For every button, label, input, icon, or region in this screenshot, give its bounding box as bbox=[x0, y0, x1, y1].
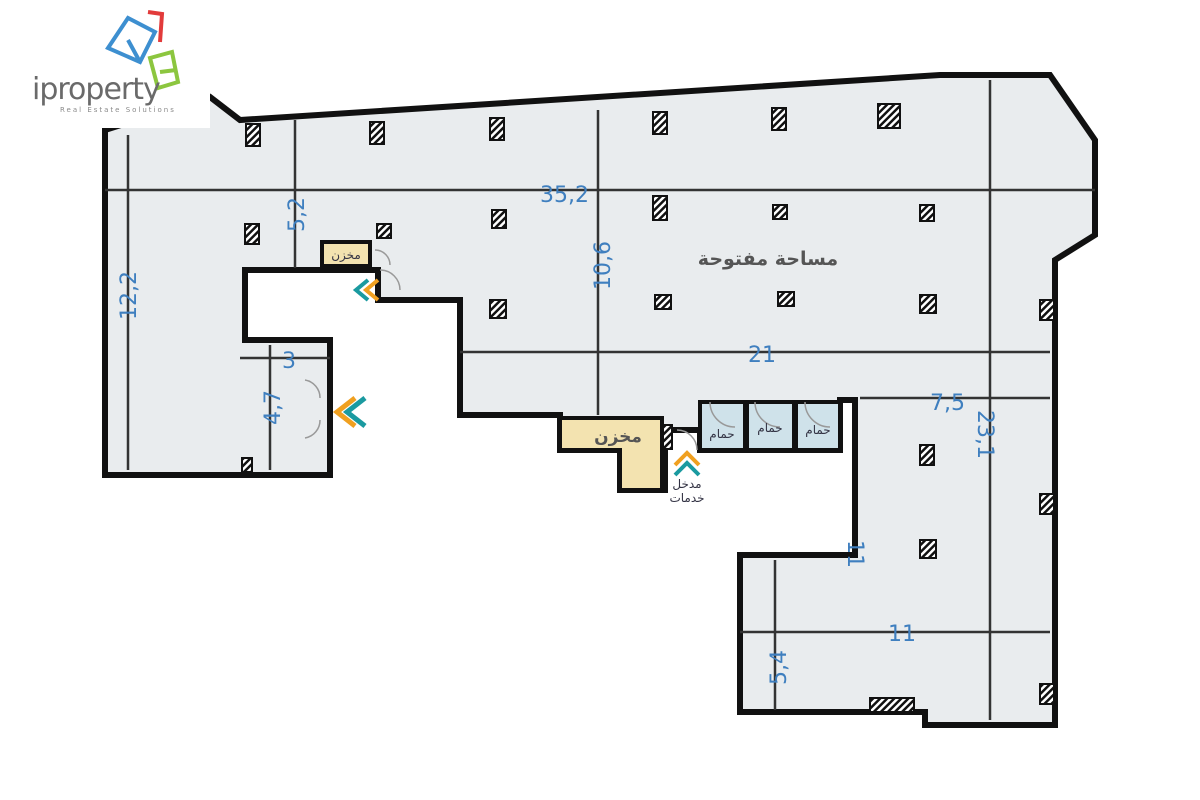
dimension-label: 3 bbox=[282, 349, 296, 374]
dimension-label: 7,5 bbox=[930, 391, 965, 416]
logo-wordmark: iproperty bbox=[32, 72, 161, 107]
side-entrance-icon bbox=[332, 396, 367, 428]
column bbox=[491, 209, 507, 229]
dimension-label: 23,1 bbox=[972, 410, 997, 459]
bathroom-2-label: حمام bbox=[757, 421, 782, 435]
dimension-label: 12,2 bbox=[117, 271, 142, 320]
door-icon bbox=[304, 379, 321, 399]
door-icon bbox=[709, 401, 736, 428]
column bbox=[877, 103, 901, 129]
column bbox=[1039, 683, 1055, 705]
door-icon bbox=[304, 419, 321, 439]
columns bbox=[241, 103, 1055, 713]
dimension-label: 5,2 bbox=[285, 197, 310, 232]
column bbox=[771, 107, 787, 131]
column bbox=[654, 294, 672, 310]
doors bbox=[304, 249, 831, 451]
dimension-label: 21 bbox=[748, 343, 776, 368]
column bbox=[369, 121, 385, 145]
door-icon bbox=[804, 401, 831, 428]
column bbox=[241, 457, 253, 473]
service-entrance-label: مدخل bbox=[672, 477, 701, 491]
bathroom-1 bbox=[698, 400, 747, 452]
column bbox=[1039, 299, 1055, 321]
main-entrance-icon bbox=[352, 278, 380, 302]
door-icon bbox=[676, 429, 698, 451]
door-icon bbox=[754, 401, 781, 428]
column bbox=[244, 223, 260, 245]
column bbox=[869, 697, 915, 713]
column bbox=[489, 117, 505, 141]
logo-tagline: Real Estate Solutions bbox=[60, 106, 176, 114]
logo-backdrop bbox=[20, 0, 210, 128]
column bbox=[662, 424, 673, 450]
storage-1-label: مخزن bbox=[331, 248, 361, 263]
column bbox=[772, 204, 788, 220]
column bbox=[919, 294, 937, 314]
door-icon bbox=[374, 249, 391, 266]
column bbox=[489, 299, 507, 319]
column bbox=[652, 111, 668, 135]
logo-cubes-icon bbox=[105, 10, 181, 91]
dimension-label: 5,4 bbox=[767, 650, 792, 685]
dimension-label: 35,2 bbox=[540, 183, 589, 208]
column bbox=[777, 291, 795, 307]
dimension-label: 11 bbox=[888, 622, 916, 647]
door-icon bbox=[379, 269, 401, 291]
storage-2-label: مخزن bbox=[594, 427, 642, 447]
open-area-label: مساحة مفتوحة bbox=[698, 248, 838, 270]
bathroom-1-label: حمام bbox=[709, 427, 734, 441]
column bbox=[652, 195, 668, 221]
column bbox=[919, 444, 935, 466]
dimension-label: 10,6 bbox=[591, 241, 616, 290]
column bbox=[376, 223, 392, 239]
bathroom-3 bbox=[794, 400, 842, 452]
grid-lines bbox=[105, 80, 1095, 720]
column bbox=[245, 123, 261, 147]
dimension-label: 4,7 bbox=[261, 390, 286, 425]
service-entrance-label: خدمات bbox=[669, 491, 704, 505]
column bbox=[919, 539, 937, 559]
service-entrance-icon bbox=[673, 450, 701, 477]
column bbox=[1039, 493, 1055, 515]
storage-room-2 bbox=[558, 416, 664, 492]
bathroom-3-label: حمام bbox=[805, 423, 830, 437]
dimension-label: 11 bbox=[842, 540, 867, 568]
bathrooms bbox=[698, 400, 842, 452]
storage-room-1 bbox=[320, 240, 372, 268]
column bbox=[919, 204, 935, 222]
